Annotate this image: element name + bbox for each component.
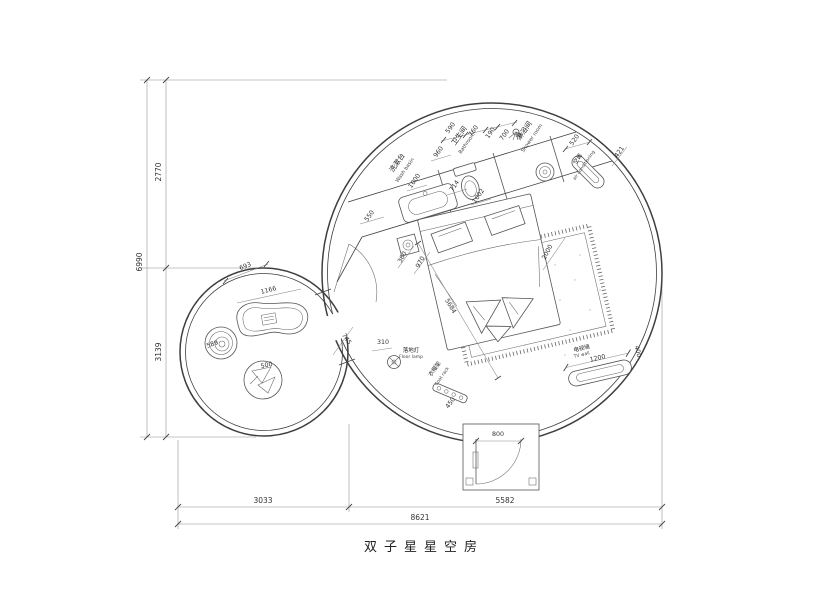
pillow [430,221,474,254]
dim-door-width: 800 [492,431,504,438]
dim-top-chain-0: 590 [444,121,457,135]
ac-unit [571,155,605,189]
dim-tv-depth: 400 [633,345,643,358]
dim-bed-side-1: 970 [415,255,427,269]
coat-rack [432,382,468,404]
door-dimension [472,437,525,445]
pod-pouf-crumpled [243,360,283,400]
dim-left-top: 2770 [154,162,163,181]
floor-lamp [371,347,401,369]
dim-bottom-right: 5582 [495,496,514,505]
dim-bottom-left: 3033 [253,496,272,505]
dim-top-chain-3: 700 [498,128,511,142]
quilt-folds [465,297,534,343]
dim-entry-gap: 550 [363,209,376,223]
dim-overall-width: 8621 [410,513,429,522]
table-tray [260,312,278,326]
dim-pod-chain-1: 1166 [260,285,277,296]
pod-room-wall [179,267,349,437]
bed [417,193,561,351]
label-tv-wall-en: TV wall [572,350,590,360]
entry-door [472,438,522,485]
label-tv-wall-cn: 电视墙 [573,342,591,354]
dim-bed-side-0: 360 [397,250,409,264]
dim-lamp-offset: 310 [377,339,389,346]
dim-tv-length: 1200 [589,353,606,363]
dim-basin-1: 714 [448,179,461,193]
passage [298,243,378,366]
shower-drain [535,162,555,182]
pod-tea-table [236,302,309,337]
bedside-table [396,233,420,257]
carpet-texture-dots [524,254,611,356]
dim-right-edge: 421 [613,145,626,159]
dim-pod-table: 589 [206,339,220,350]
dim-pod-pouf: 500 [260,361,273,370]
shower-head-icon [508,128,524,141]
pillow [483,205,526,236]
dim-left-bottom: 3139 [154,342,163,361]
wash-basin [398,183,458,223]
label-floor-lamp-cn: 落地灯 [403,346,420,354]
page-title: 双子星星空房 [364,539,484,555]
pod-pouf-spiral [204,326,238,360]
dim-pod-chain-0: 693 [239,261,253,272]
label-floor-lamp-en: Floor lamp [399,354,423,360]
dim-basin-0: 960 [432,145,445,159]
interior-dimension-lines [222,119,628,381]
toilet [453,162,480,200]
tv-console [563,349,632,387]
left-dimension-lines [140,76,447,441]
dim-overall-height: 6990 [135,252,144,271]
bottom-dimension-lines [174,276,666,529]
